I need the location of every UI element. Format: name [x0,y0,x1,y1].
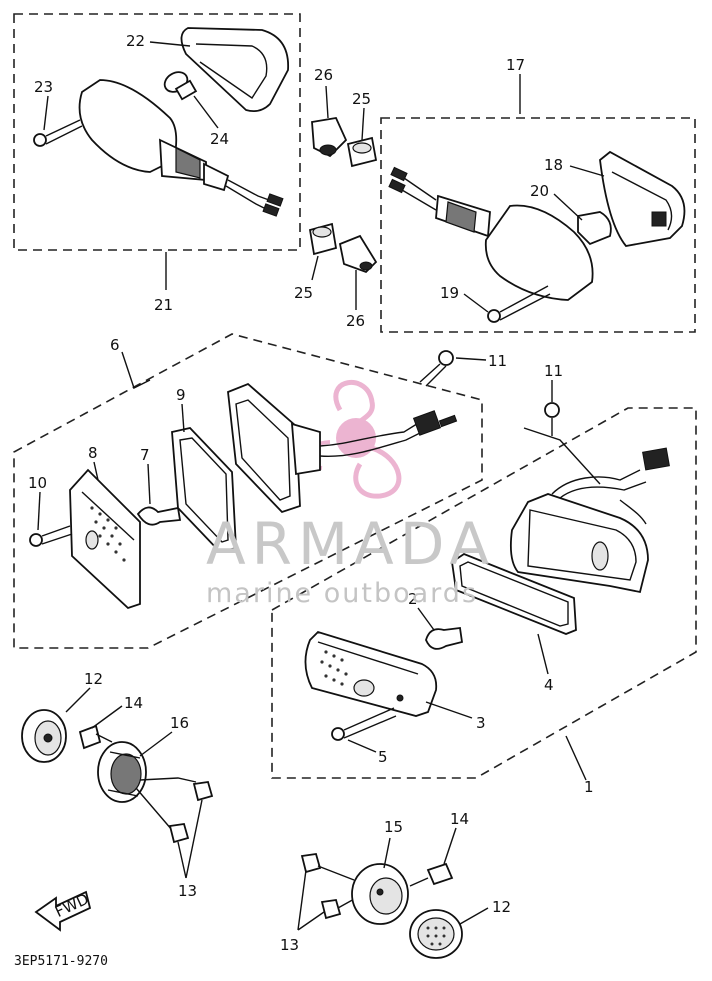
callout-1: 1 [584,778,594,796]
gasket-9 [171,427,237,554]
callout-3: 3 [476,714,486,732]
callout-20: 20 [530,182,549,200]
flasher-body-17 [388,166,594,301]
flasher-lens-22 [180,27,289,113]
assembly-box-6 [13,333,483,649]
screw-19 [487,285,551,323]
screw-23 [33,119,83,147]
callout-25-bottom: 25 [294,284,313,302]
fwd-arrow-icon: FWD [34,890,91,932]
diagram-code: 3EP5171-9270 [14,954,108,969]
callout-18: 18 [544,156,563,174]
watermark-logo [304,379,402,499]
nut-13-right-a [300,852,322,874]
callout-19: 19 [440,284,459,302]
collar-25-top [346,136,378,168]
reflector-12-right [409,909,463,959]
nut-13-right-b [320,898,342,920]
flasher-lens-18 [599,150,686,247]
watermark-subtitle: marine outboards [206,578,479,609]
callout-22: 22 [126,32,145,50]
tail-housing [509,447,670,594]
nut-13-left-a [192,780,214,802]
callout-12-left: 12 [84,670,103,688]
watermark-brand: ARMADA [206,510,496,578]
callout-6: 6 [110,336,120,354]
gasket-4 [451,552,577,635]
callout-26-bottom: 26 [346,312,365,330]
bulb-2 [425,626,464,650]
bulb-20 [577,211,612,246]
leader-11-b [523,427,601,485]
callout-2: 2 [408,590,418,608]
flasher-body-21 [78,79,284,217]
callout-11-a: 11 [488,352,507,370]
collar-25-bottom [308,222,338,256]
callout-4: 4 [544,676,554,694]
callout-23: 23 [34,78,53,96]
lens-3 [304,630,438,717]
callout-labels: 22 23 24 26 25 25 26 21 17 18 20 19 6 11… [28,32,594,954]
callout-16: 16 [170,714,189,732]
callout-5: 5 [378,748,388,766]
nut-13-left-b [168,822,190,844]
callout-26-top: 26 [314,66,333,84]
callout-7: 7 [140,446,150,464]
bracket-15 [351,863,409,925]
screw-11-b [544,402,560,436]
callout-13-left: 13 [178,882,197,900]
callout-11-b: 11 [544,362,563,380]
callout-25-top: 25 [352,90,371,108]
assembly-box-21 [13,13,301,251]
bolt-14-left [78,724,113,750]
callout-21: 21 [154,296,173,314]
callout-10: 10 [28,474,47,492]
assembly-box-17 [380,117,696,333]
grommet-26-bottom [338,234,378,274]
callout-9: 9 [176,386,186,404]
leader-13-left [135,777,197,831]
leader-lines [37,41,605,931]
screw-11-a [419,350,454,387]
screw-10 [29,525,73,547]
callout-15: 15 [384,818,403,836]
bracket-16 [97,741,147,803]
screw-5 [331,707,397,741]
bulb-7 [136,506,182,526]
grommet-26-top [311,116,348,158]
callout-14-right: 14 [450,810,469,828]
callout-13-right: 13 [280,936,299,954]
lens-8 [69,468,141,610]
reflector-12-left [21,709,67,763]
callout-8: 8 [88,444,98,462]
callout-17: 17 [506,56,525,74]
callout-14-left: 14 [124,694,143,712]
callout-24: 24 [210,130,229,148]
callout-12-right: 12 [492,898,511,916]
light-housing-6 [227,382,458,514]
bulb-24 [163,71,198,101]
bolt-14-right [409,862,454,887]
assembly-box-1 [271,407,697,779]
